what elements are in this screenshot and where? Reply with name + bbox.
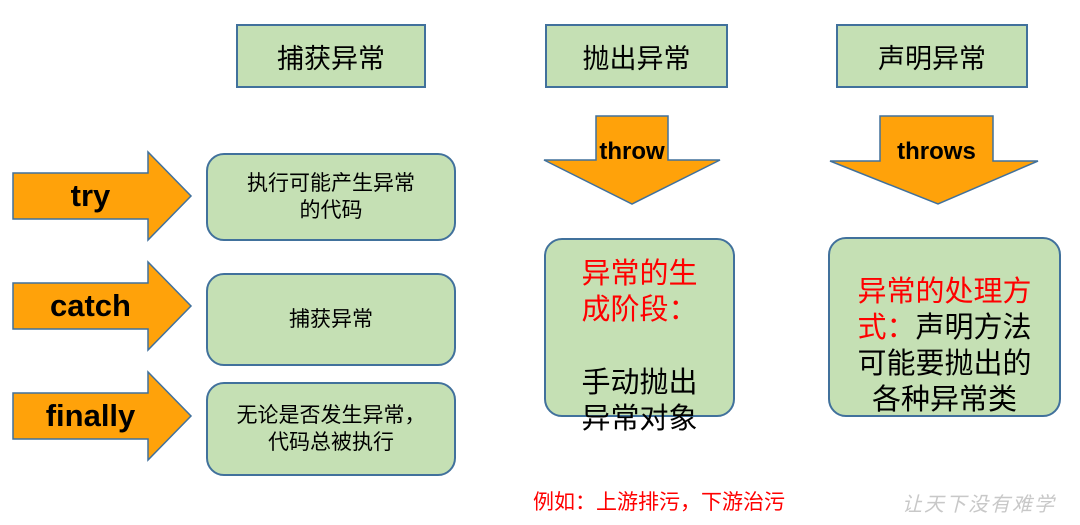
example-caption: 例如：上游排污，下游治污 [533,490,785,514]
watermark: 让天下没有难学 [902,492,1056,516]
try-description: 执行可能产生异常 的代码 [247,170,415,222]
catch-keyword: catch [50,288,131,323]
finally-description-box: 无论是否发生异常， 代码总被执行 [206,382,456,476]
throw-header-label: 抛出异常 [582,43,691,75]
throw-description-content: 异常的生 成阶段： 手动抛出 异常对象 [581,219,697,437]
throw-description-text: 手动抛出 异常对象 [581,364,698,435]
finally-arrow-icon [12,370,193,462]
finally-description: 无论是否发生异常， 代码总被执行 [236,402,426,454]
declare-header-label: 声明异常 [878,43,986,75]
throw-description-highlight: 异常的生 成阶段： [581,256,698,327]
catch-header-label: 捕获异常 [277,43,385,75]
throws-keyword: throws [897,138,976,165]
throws-description-highlight: 异常的处理方 式： [857,273,1032,344]
try-keyword: try [70,178,111,213]
try-arrow-icon [12,150,193,242]
throws-description-box: 异常的处理方 式：声明方法 可能要抛出的 各种异常类 [828,237,1061,417]
throw-header: 抛出异常 [545,24,728,88]
throws-description-content: 异常的处理方 式：声明方法 可能要抛出的 各种异常类 [857,236,1031,417]
throw-keyword: throw [599,138,665,165]
catch-description-box: 捕获异常 [206,273,456,366]
throw-description-box: 异常的生 成阶段： 手动抛出 异常对象 [544,238,735,435]
catch-header: 捕获异常 [236,24,426,88]
throw-arrow-icon [543,115,721,205]
catch-description: 捕获异常 [289,306,373,331]
declare-header: 声明异常 [836,24,1028,88]
try-description-box: 执行可能产生异常 的代码 [206,153,456,241]
catch-arrow-icon [12,260,193,352]
throws-description-text: 声明方法 可能要抛出的 各种异常类 [857,309,1032,417]
finally-keyword: finally [45,398,136,433]
throws-arrow-icon [829,115,1039,205]
